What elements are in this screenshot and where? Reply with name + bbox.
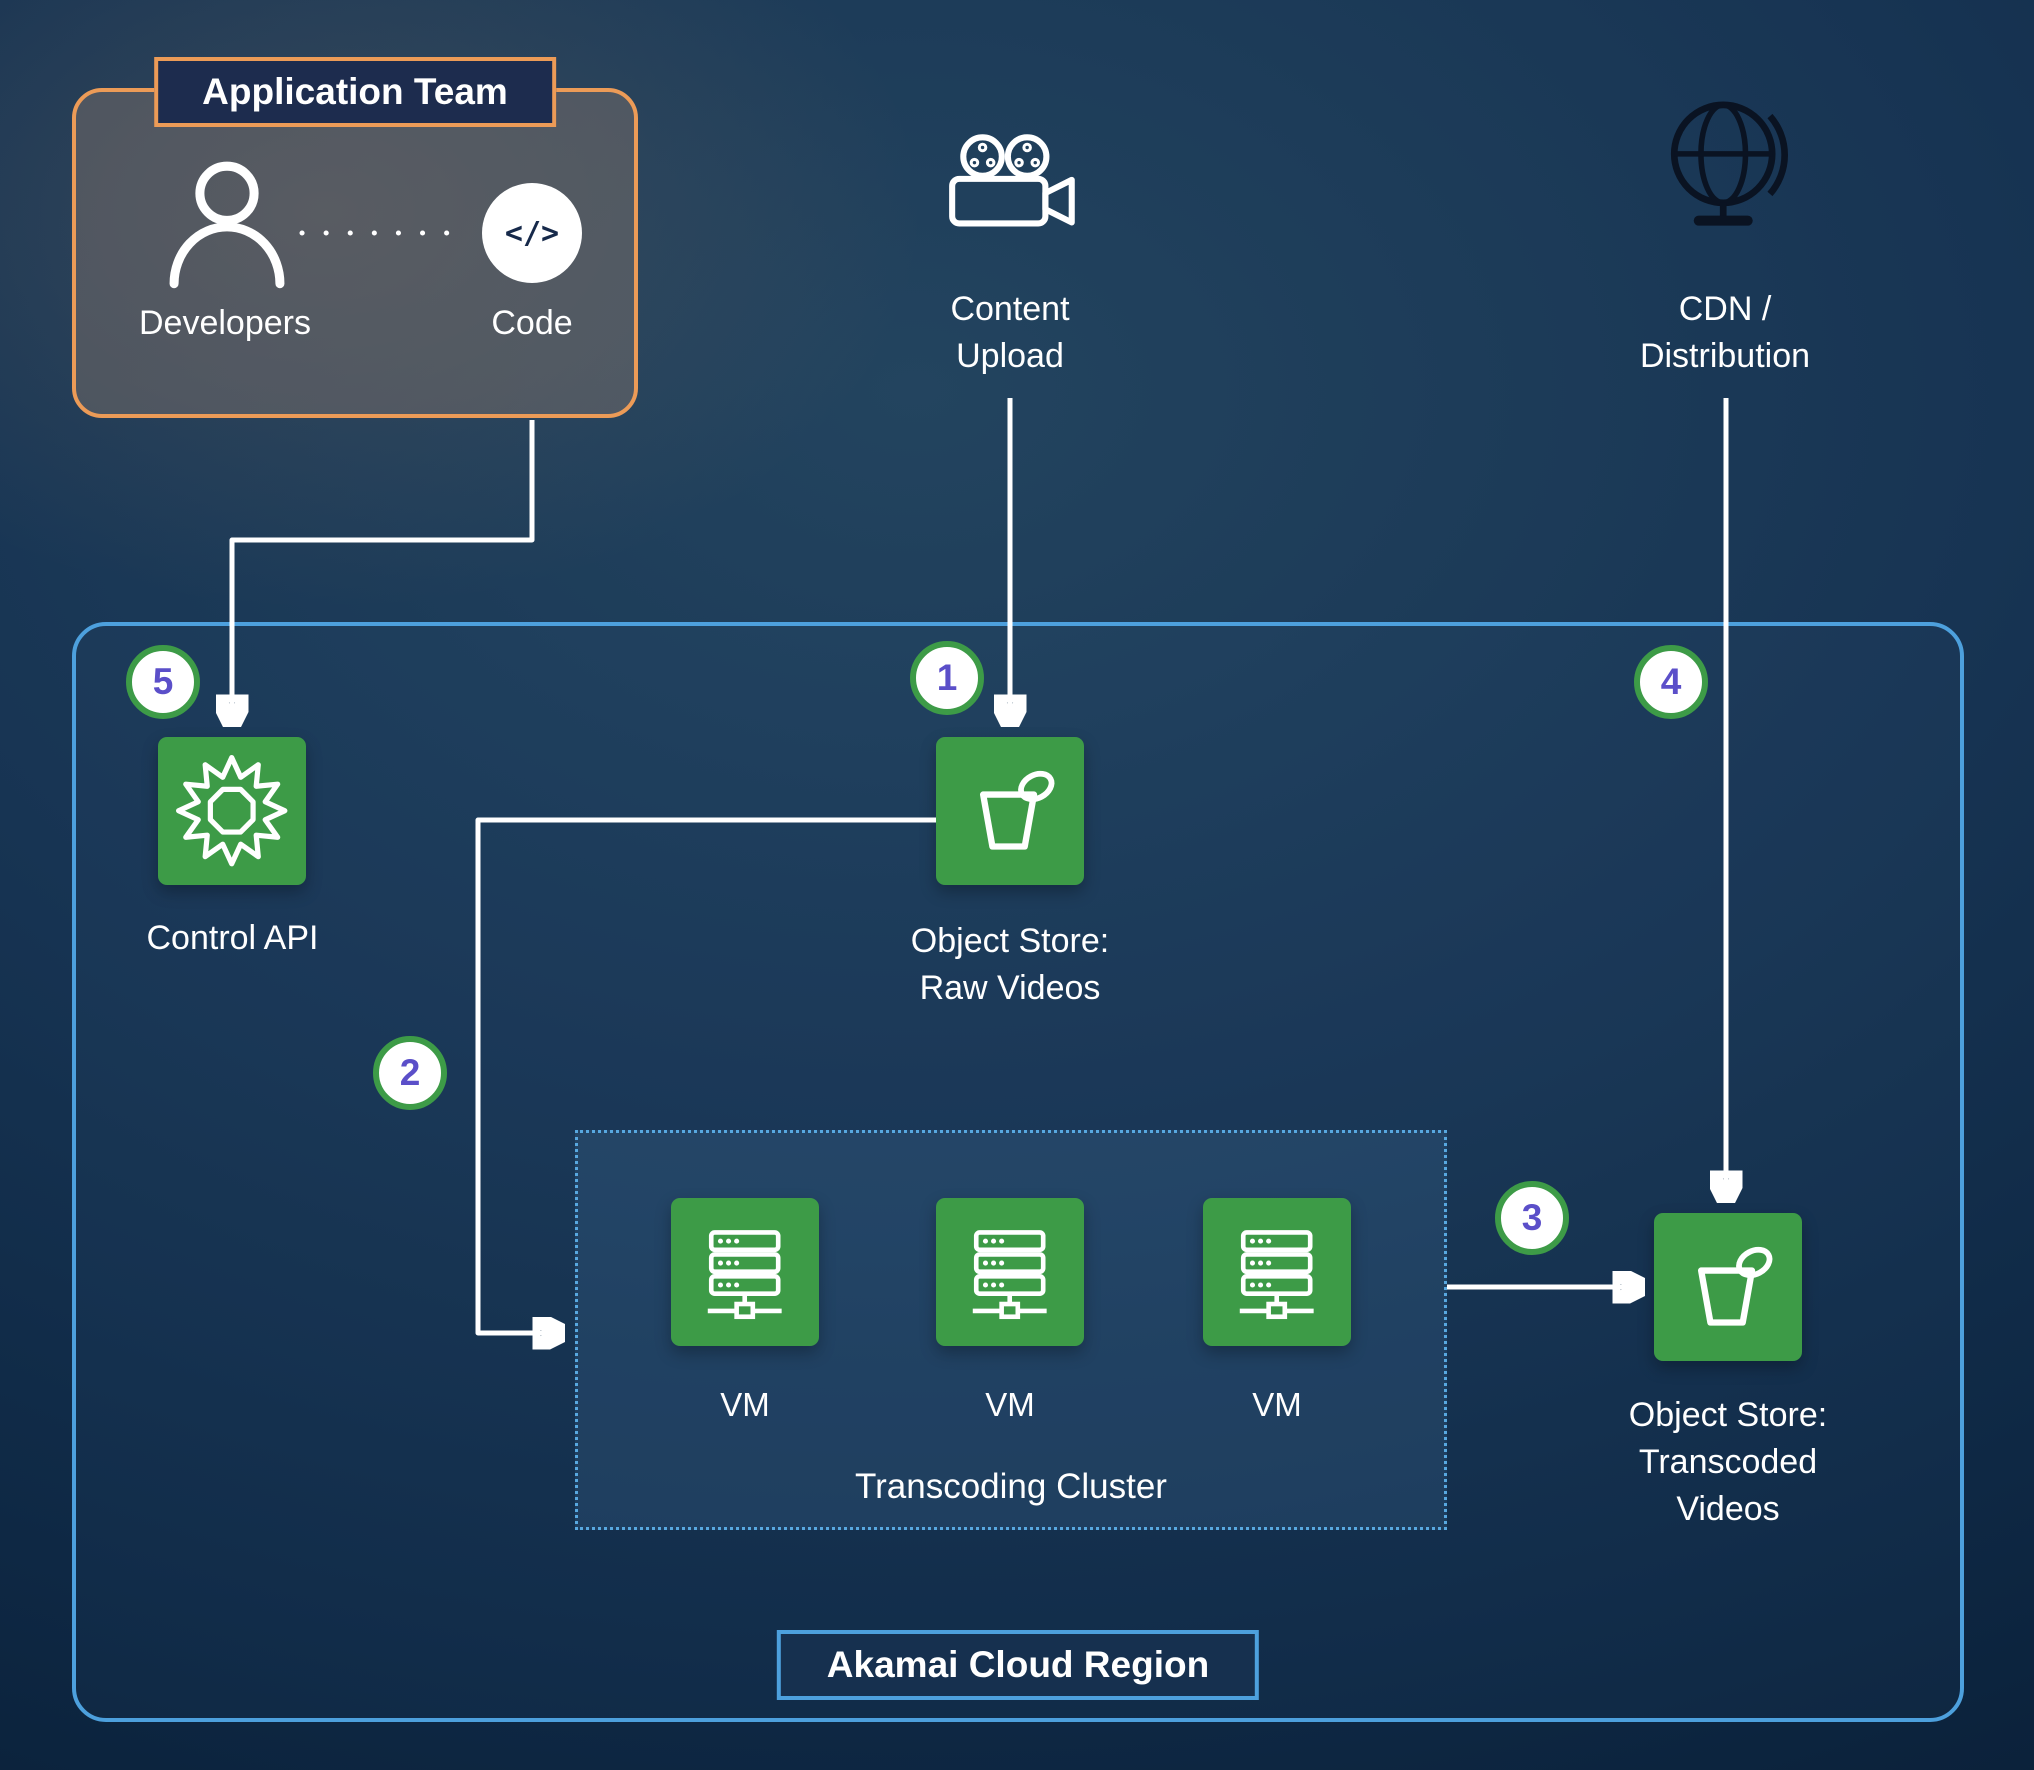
vm-box-1 — [671, 1198, 819, 1346]
server-icon — [973, 1230, 1047, 1320]
bucket-icon — [1698, 1247, 1773, 1326]
transcoding-cluster-title: Transcoding Cluster — [855, 1467, 1167, 1506]
server-icon — [1240, 1230, 1314, 1320]
step-badge-1: 1 — [910, 641, 984, 715]
cdn-label: CDN / Distribution — [1639, 290, 1811, 375]
globe-icon — [1670, 101, 1788, 226]
control-api-label: Control API — [146, 919, 319, 957]
code-glyph: </> — [504, 215, 560, 251]
vm-label-3: VM — [1252, 1386, 1302, 1423]
application-team-title: Application Team — [154, 57, 556, 127]
vm-label-2: VM — [985, 1386, 1035, 1423]
code-brackets-icon: </> — [482, 183, 582, 283]
gear-icon — [176, 755, 288, 867]
server-icon — [708, 1230, 782, 1320]
object-store-raw-label: Object Store: Raw Videos — [910, 922, 1110, 1007]
object-store-transcoded-label: Object Store: Transcoded Videos — [1628, 1396, 1828, 1528]
object-store-transcoded-box — [1654, 1213, 1802, 1361]
content-upload-label: Content Upload — [950, 290, 1070, 375]
vm-label-1: VM — [720, 1386, 770, 1423]
vm-box-2 — [936, 1198, 1084, 1346]
object-store-raw-box — [936, 737, 1084, 885]
control-api-box — [158, 737, 306, 885]
code-label: Code — [491, 304, 573, 342]
vm-box-3 — [1203, 1198, 1351, 1346]
step-badge-4: 4 — [1634, 645, 1708, 719]
video-camera-icon — [949, 134, 1075, 227]
step-badge-3: 3 — [1495, 1181, 1569, 1255]
bucket-icon — [980, 771, 1055, 850]
step-badge-5: 5 — [126, 645, 200, 719]
cloud-region-title: Akamai Cloud Region — [776, 1630, 1260, 1700]
step-badge-2: 2 — [373, 1036, 447, 1110]
person-icon — [169, 161, 285, 289]
developers-label: Developers — [139, 304, 311, 342]
